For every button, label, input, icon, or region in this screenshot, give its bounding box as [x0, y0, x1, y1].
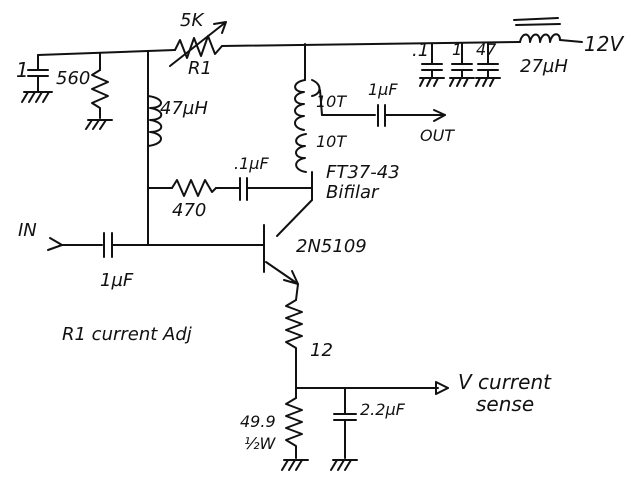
res-499-watt-label: ½W — [244, 434, 276, 453]
pot-name-label: R1 — [188, 58, 212, 79]
trans-primary — [294, 79, 306, 131]
primary-turns-label: 10T — [316, 92, 347, 111]
cap-1-label: 1 — [452, 40, 463, 59]
transistor-emitter — [265, 261, 299, 285]
sense-label-2: sense — [476, 392, 535, 416]
inductor-47 — [147, 95, 163, 147]
ground-499 — [281, 459, 309, 471]
choke-core — [513, 17, 561, 26]
out-arrow — [433, 109, 446, 122]
choke-label: 27µH — [520, 56, 568, 77]
res-560-zigzag — [91, 69, 109, 119]
cap-left-label: 1 — [16, 58, 29, 82]
ground-560 — [85, 119, 113, 130]
input-cap-plates — [103, 232, 113, 258]
out-cap-label: 1µF — [368, 80, 398, 99]
potentiometer-arrow — [169, 21, 227, 67]
res-499-label: 49.9 — [240, 412, 276, 431]
top-rail-left — [37, 49, 176, 56]
cap-22-label: 2.2µF — [360, 400, 405, 419]
out-cap-plates — [377, 104, 386, 127]
supply-label: 12V — [584, 32, 624, 56]
ground-22 — [330, 459, 358, 471]
top-rail-right — [221, 41, 521, 47]
core-label: FT37-43 — [326, 162, 400, 183]
sense-arrow — [435, 381, 449, 395]
res-560-label: 560 — [56, 68, 91, 89]
trans-secondary — [295, 133, 307, 173]
fb-cap-plates — [239, 177, 248, 201]
res-499-zigzag — [285, 397, 303, 459]
ground-1 — [449, 77, 475, 87]
collector-to-transistor — [276, 199, 313, 237]
cap-47-label: 47 — [476, 40, 497, 59]
res-470-label: 470 — [172, 200, 207, 221]
sense-label: V current — [458, 370, 551, 394]
res-12-zigzag — [285, 299, 303, 367]
in-label: IN — [18, 220, 37, 241]
choke-27 — [519, 33, 561, 43]
ground-left — [21, 91, 53, 103]
res-470-zigzag — [171, 179, 217, 197]
emitter-lead — [295, 283, 299, 301]
note-label: R1 current Adj — [62, 324, 192, 345]
secondary-turns-label: 10T — [316, 132, 347, 151]
potentiometer-r1 — [174, 35, 223, 59]
in-cap-label: 1µF — [100, 270, 134, 291]
fb-cap-label: .1µF — [234, 154, 269, 173]
pot-value-label: 5K — [180, 10, 204, 31]
res-12-label: 12 — [310, 340, 333, 361]
out-winding — [311, 79, 323, 116]
transistor-label: 2N5109 — [296, 236, 367, 257]
ground-01 — [419, 77, 445, 87]
top-rail-supply — [559, 39, 583, 43]
cap-01-label: .1 — [412, 40, 430, 61]
inductor-47-label: 47µH — [160, 98, 208, 119]
out-label: OUT — [420, 126, 455, 145]
ground-47 — [475, 77, 501, 87]
input-arrow — [47, 237, 63, 251]
bifilar-label: Bifilar — [326, 182, 379, 203]
